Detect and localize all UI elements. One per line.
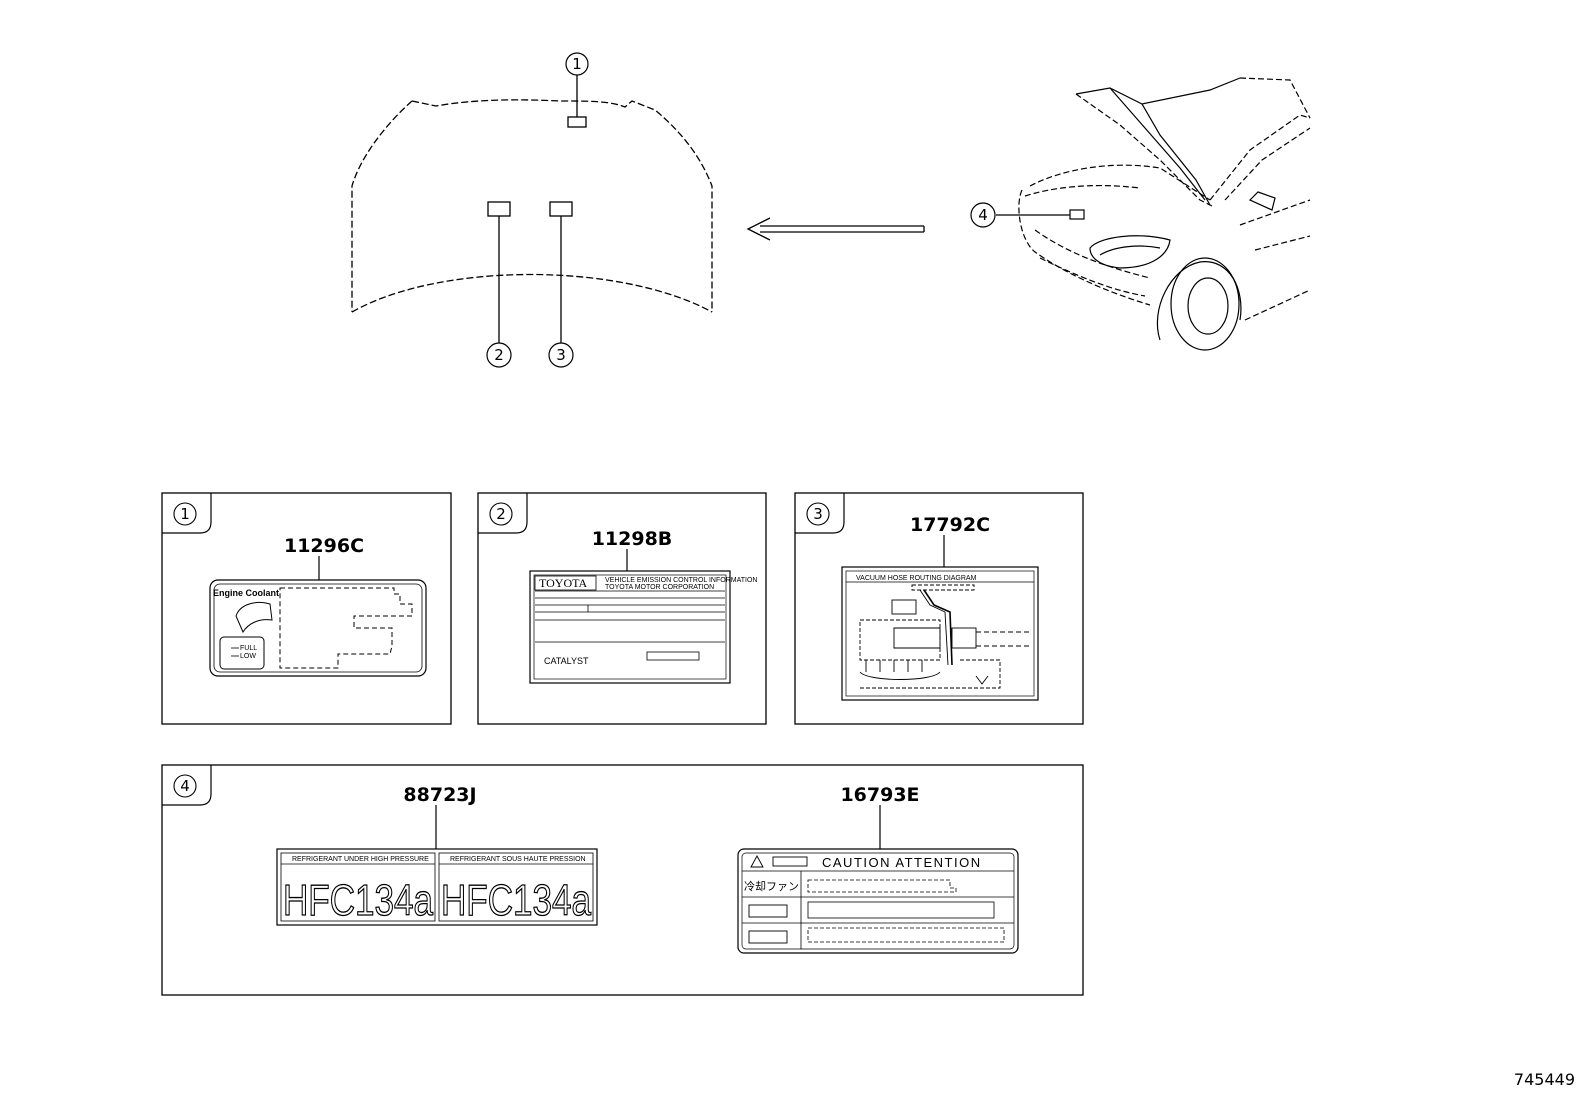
panel-3-index: 3: [813, 505, 823, 523]
panel-3-title: VACUUM HOSE ROUTING DIAGRAM: [856, 575, 977, 582]
svg-text:VEHICLE EMISSION CONTROL INFOR: VEHICLE EMISSION CONTROL INFORMATION: [605, 577, 757, 584]
panel-4-left-part-number: 88723J: [403, 784, 476, 806]
fan-label: 冷却ファン: [744, 880, 799, 893]
vehicle-drawing: [996, 77, 1311, 351]
panel-2-index: 2: [496, 505, 506, 523]
diagram-id: 745449: [1513, 1070, 1575, 1089]
svg-text:REFRIGERANT SOUS HAUTE PRESSIO: REFRIGERANT SOUS HAUTE PRESSION: [450, 856, 586, 863]
panel-4-right-part-number: 16793E: [840, 784, 919, 806]
callout-4-top: 4: [970, 202, 996, 228]
callout-1-top: 1: [565, 52, 589, 76]
panel-4: 4 88723J REFRIGERANT UNDER HIGH PRESSURE…: [161, 764, 1084, 996]
warning-triangle-icon: [750, 855, 764, 868]
svg-text:4: 4: [978, 206, 988, 224]
panel-3-part-number: 17792C: [910, 514, 990, 536]
panel-2-part-number: 11298B: [592, 528, 673, 550]
svg-text:3: 3: [556, 346, 566, 364]
svg-text:TOYOTA MOTOR CORPORATION: TOYOTA MOTOR CORPORATION: [605, 584, 714, 591]
hood-drawing: [351, 75, 713, 343]
callout-2-top: 2: [486, 342, 512, 368]
hfc-text-right: HFC134a: [441, 876, 591, 925]
svg-text:FULL: FULL: [240, 645, 257, 652]
panel-2-brand: TOYOTA: [539, 576, 587, 590]
panel-1-part-number: 11296C: [284, 535, 364, 557]
svg-text:Engine Coolant: Engine Coolant: [213, 588, 279, 598]
hfc-text-left: HFC134a: [283, 876, 433, 925]
svg-text:REFRIGERANT UNDER HIGH PRESSUR: REFRIGERANT UNDER HIGH PRESSURE: [292, 856, 429, 863]
svg-text:LOW: LOW: [240, 653, 256, 660]
svg-text:1: 1: [572, 55, 582, 73]
panel-1: 1 11296C Engine Coolant FULL LOW: [161, 492, 452, 725]
panel-2-catalyst: CATALYST: [544, 656, 589, 666]
panel-3: 3 17792C VACUUM HOSE ROUTING DIAGRAM: [794, 492, 1084, 725]
panel-1-index: 1: [180, 505, 190, 523]
callout-3-top: 3: [548, 342, 574, 368]
panel-4-index: 4: [180, 777, 190, 795]
svg-text:2: 2: [494, 346, 504, 364]
caution-text: CAUTION ATTENTION: [822, 855, 982, 870]
direction-arrow-icon: [746, 217, 925, 241]
panel-2: 2 11298B TOYOTA VEHICLE EMISSION CONTROL…: [477, 492, 767, 725]
